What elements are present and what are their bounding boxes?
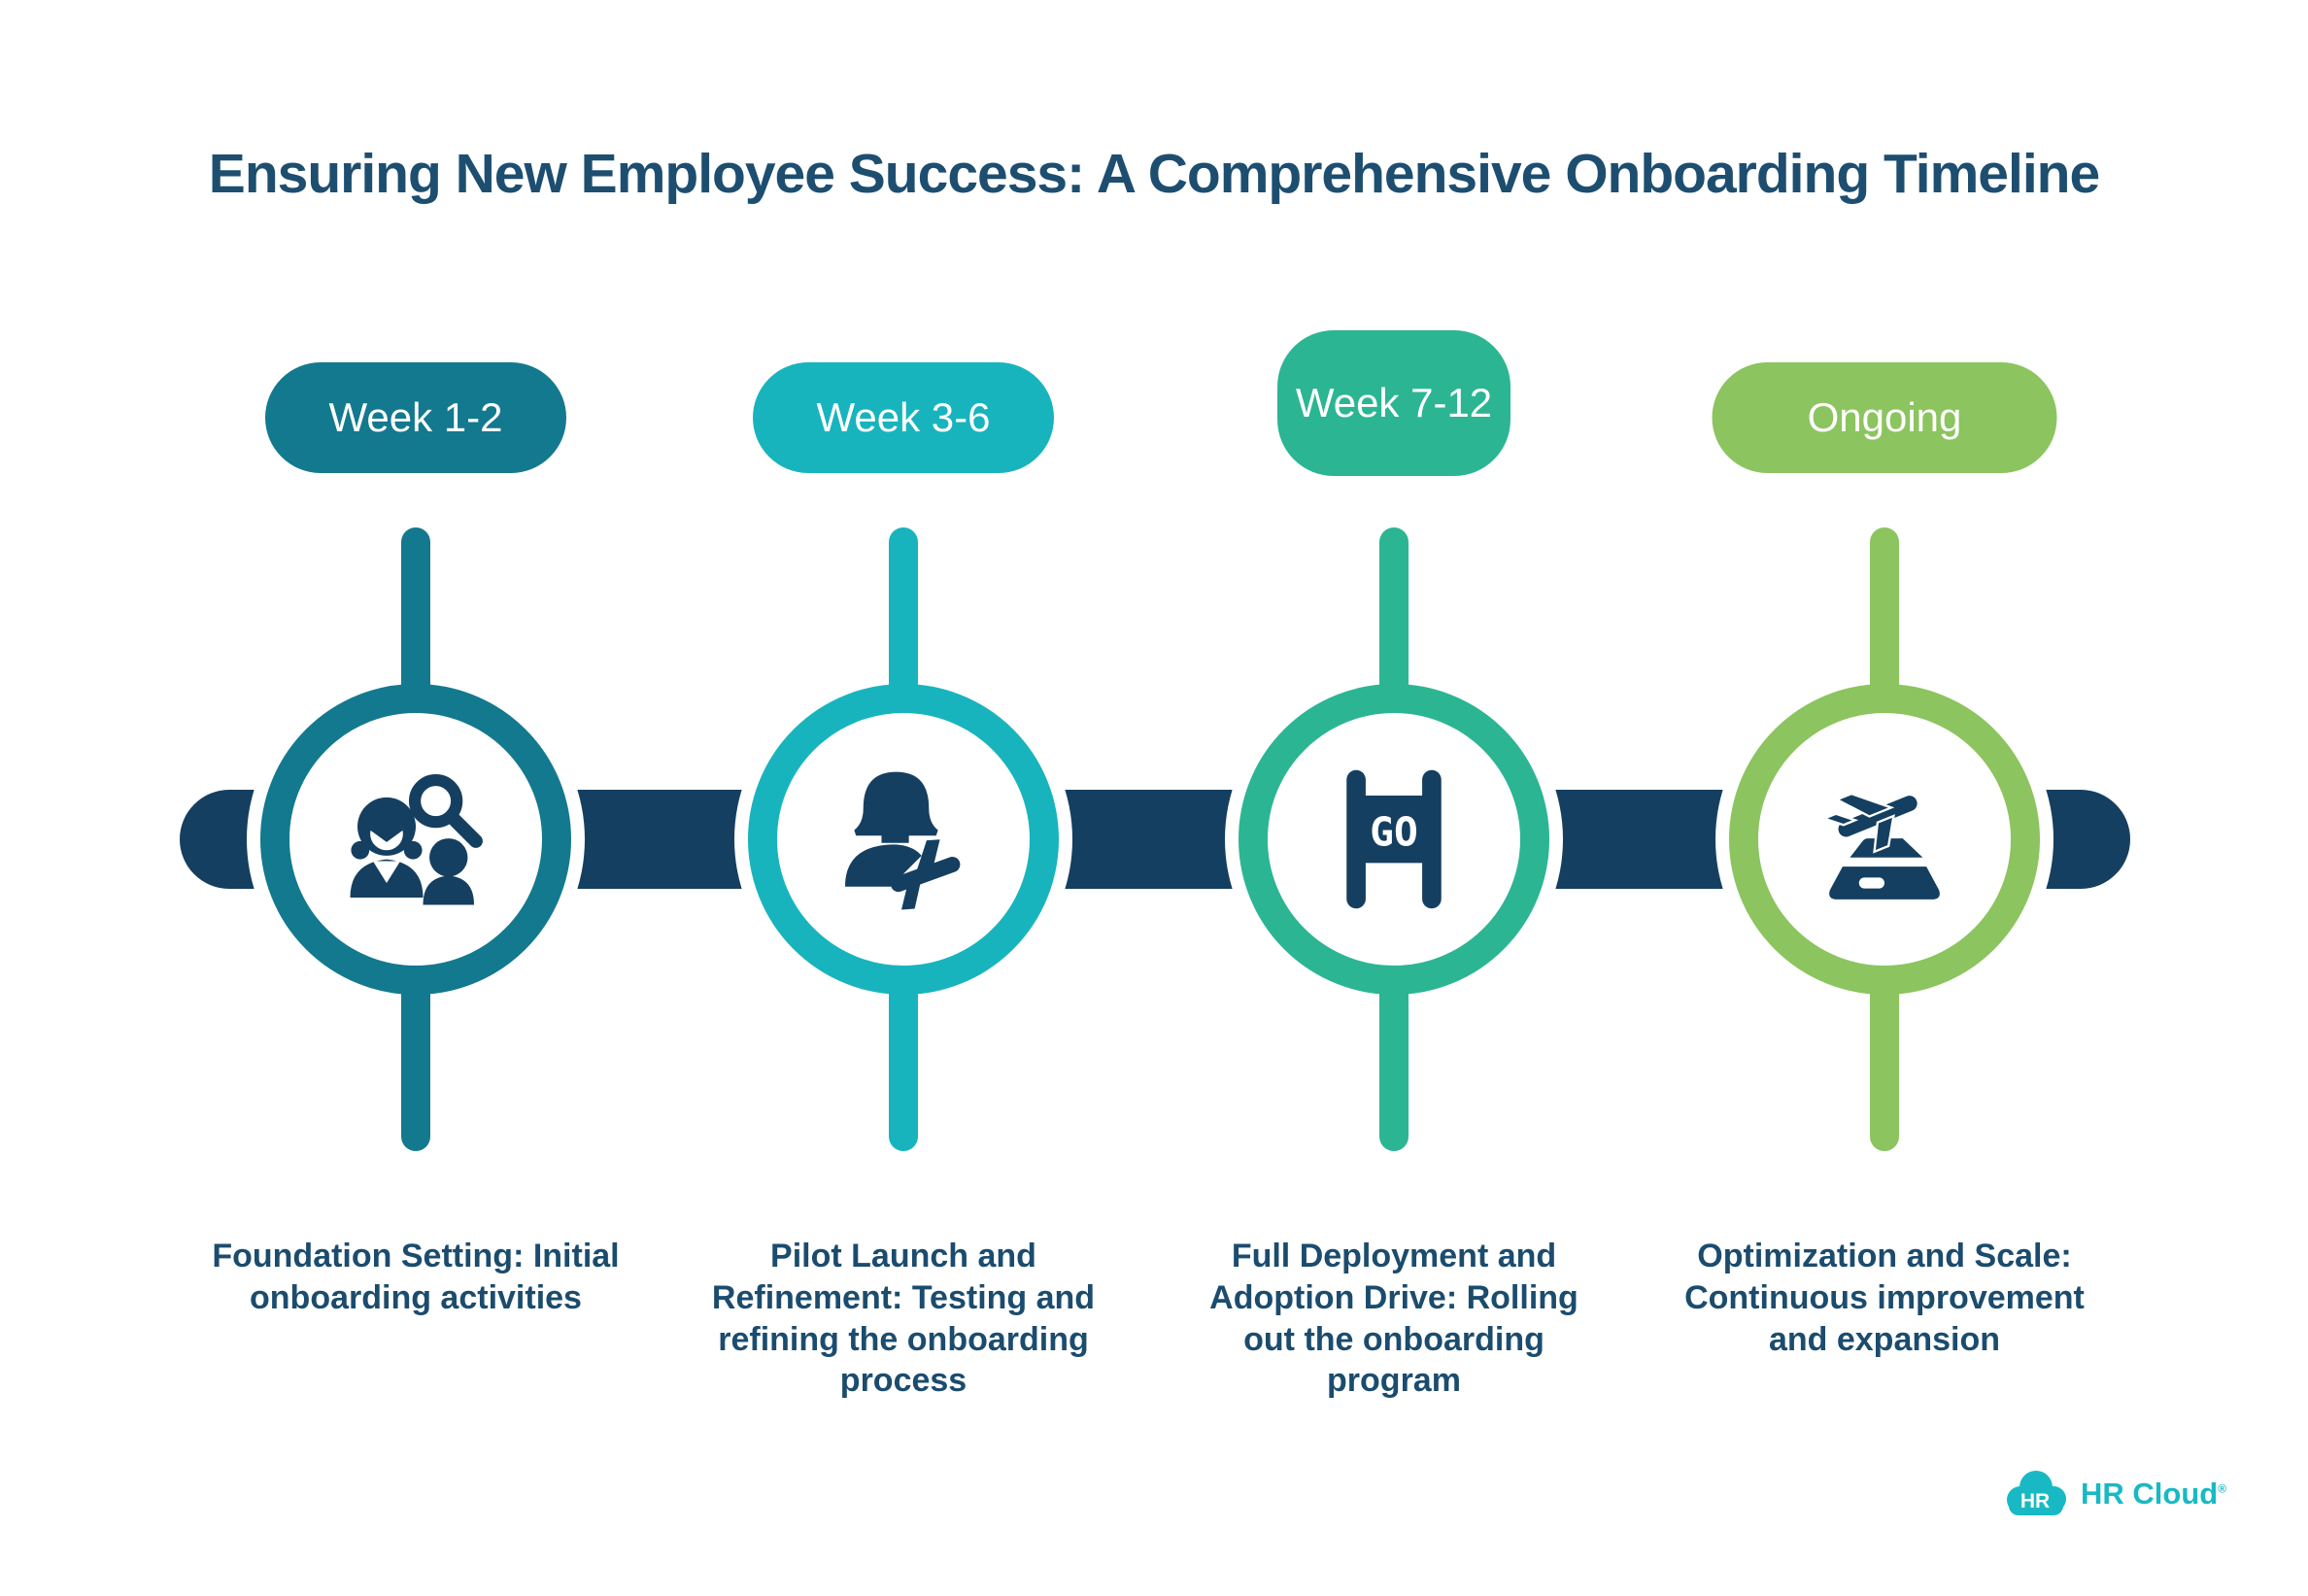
stem-top [1379,527,1409,707]
stage-pill-week-3-6: Week 3-6 [753,362,1054,473]
registered-trademark: ® [2218,1481,2227,1496]
stage-circle-week-3-6 [748,684,1059,995]
hr-cloud-brand-text: HR Cloud® [2081,1477,2227,1511]
stage-pill-week-7-12: Week 7-12 [1277,330,1510,476]
plane-takeoff-icon [1820,792,1940,900]
stage-week-7-12: Week 7-12 GO Full Deployment and Adoptio… [1161,0,1627,1596]
stage-pill-ongoing: Ongoing [1712,362,2057,473]
stage-pill-week-1-2: Week 1-2 [265,362,566,473]
page-title: Ensuring New Employee Success: A Compreh… [208,143,2100,205]
stage-description-week-1-2: Foundation Setting: Initial onboarding a… [212,1238,620,1316]
stage-description-ongoing: Optimization and Scale: Continuous impro… [1684,1238,2085,1358]
go-banner-icon: GO [1346,769,1442,909]
person-paper-plane-icon [845,771,961,910]
stage-description-week-7-12: Full Deployment and Adoption Drive: Roll… [1209,1238,1578,1400]
stage-ongoing: Ongoing Optimization and Scale: Continuo… [1651,0,2118,1596]
stem-bottom [401,971,430,1151]
stem-top [1870,527,1899,707]
stage-week-3-6: Week 3-6 Pilot Launch and Refinement: Te… [670,0,1137,1596]
hr-cloud-logo: HR HR Cloud® [1999,1469,2226,1519]
stage-week-1-2: Week 1-2 Foundation Setting: Initial onb… [183,0,649,1596]
stage-circle-week-7-12: GO [1239,684,1549,995]
people-search-icon [350,773,483,905]
hr-cloud-badge-text: HR [2020,1490,2050,1512]
stem-bottom [889,971,918,1151]
go-banner-text: GO [1370,809,1418,856]
stem-top [889,527,918,707]
stage-circle-week-1-2 [260,684,571,995]
stage-description-week-3-6: Pilot Launch and Refinement: Testing and… [711,1238,1096,1400]
stem-bottom [1379,971,1409,1151]
stage-circle-ongoing [1729,684,2040,995]
stem-bottom [1870,971,1899,1151]
stem-top [401,527,430,707]
hr-cloud-logo-icon: HR [2007,1471,2066,1515]
